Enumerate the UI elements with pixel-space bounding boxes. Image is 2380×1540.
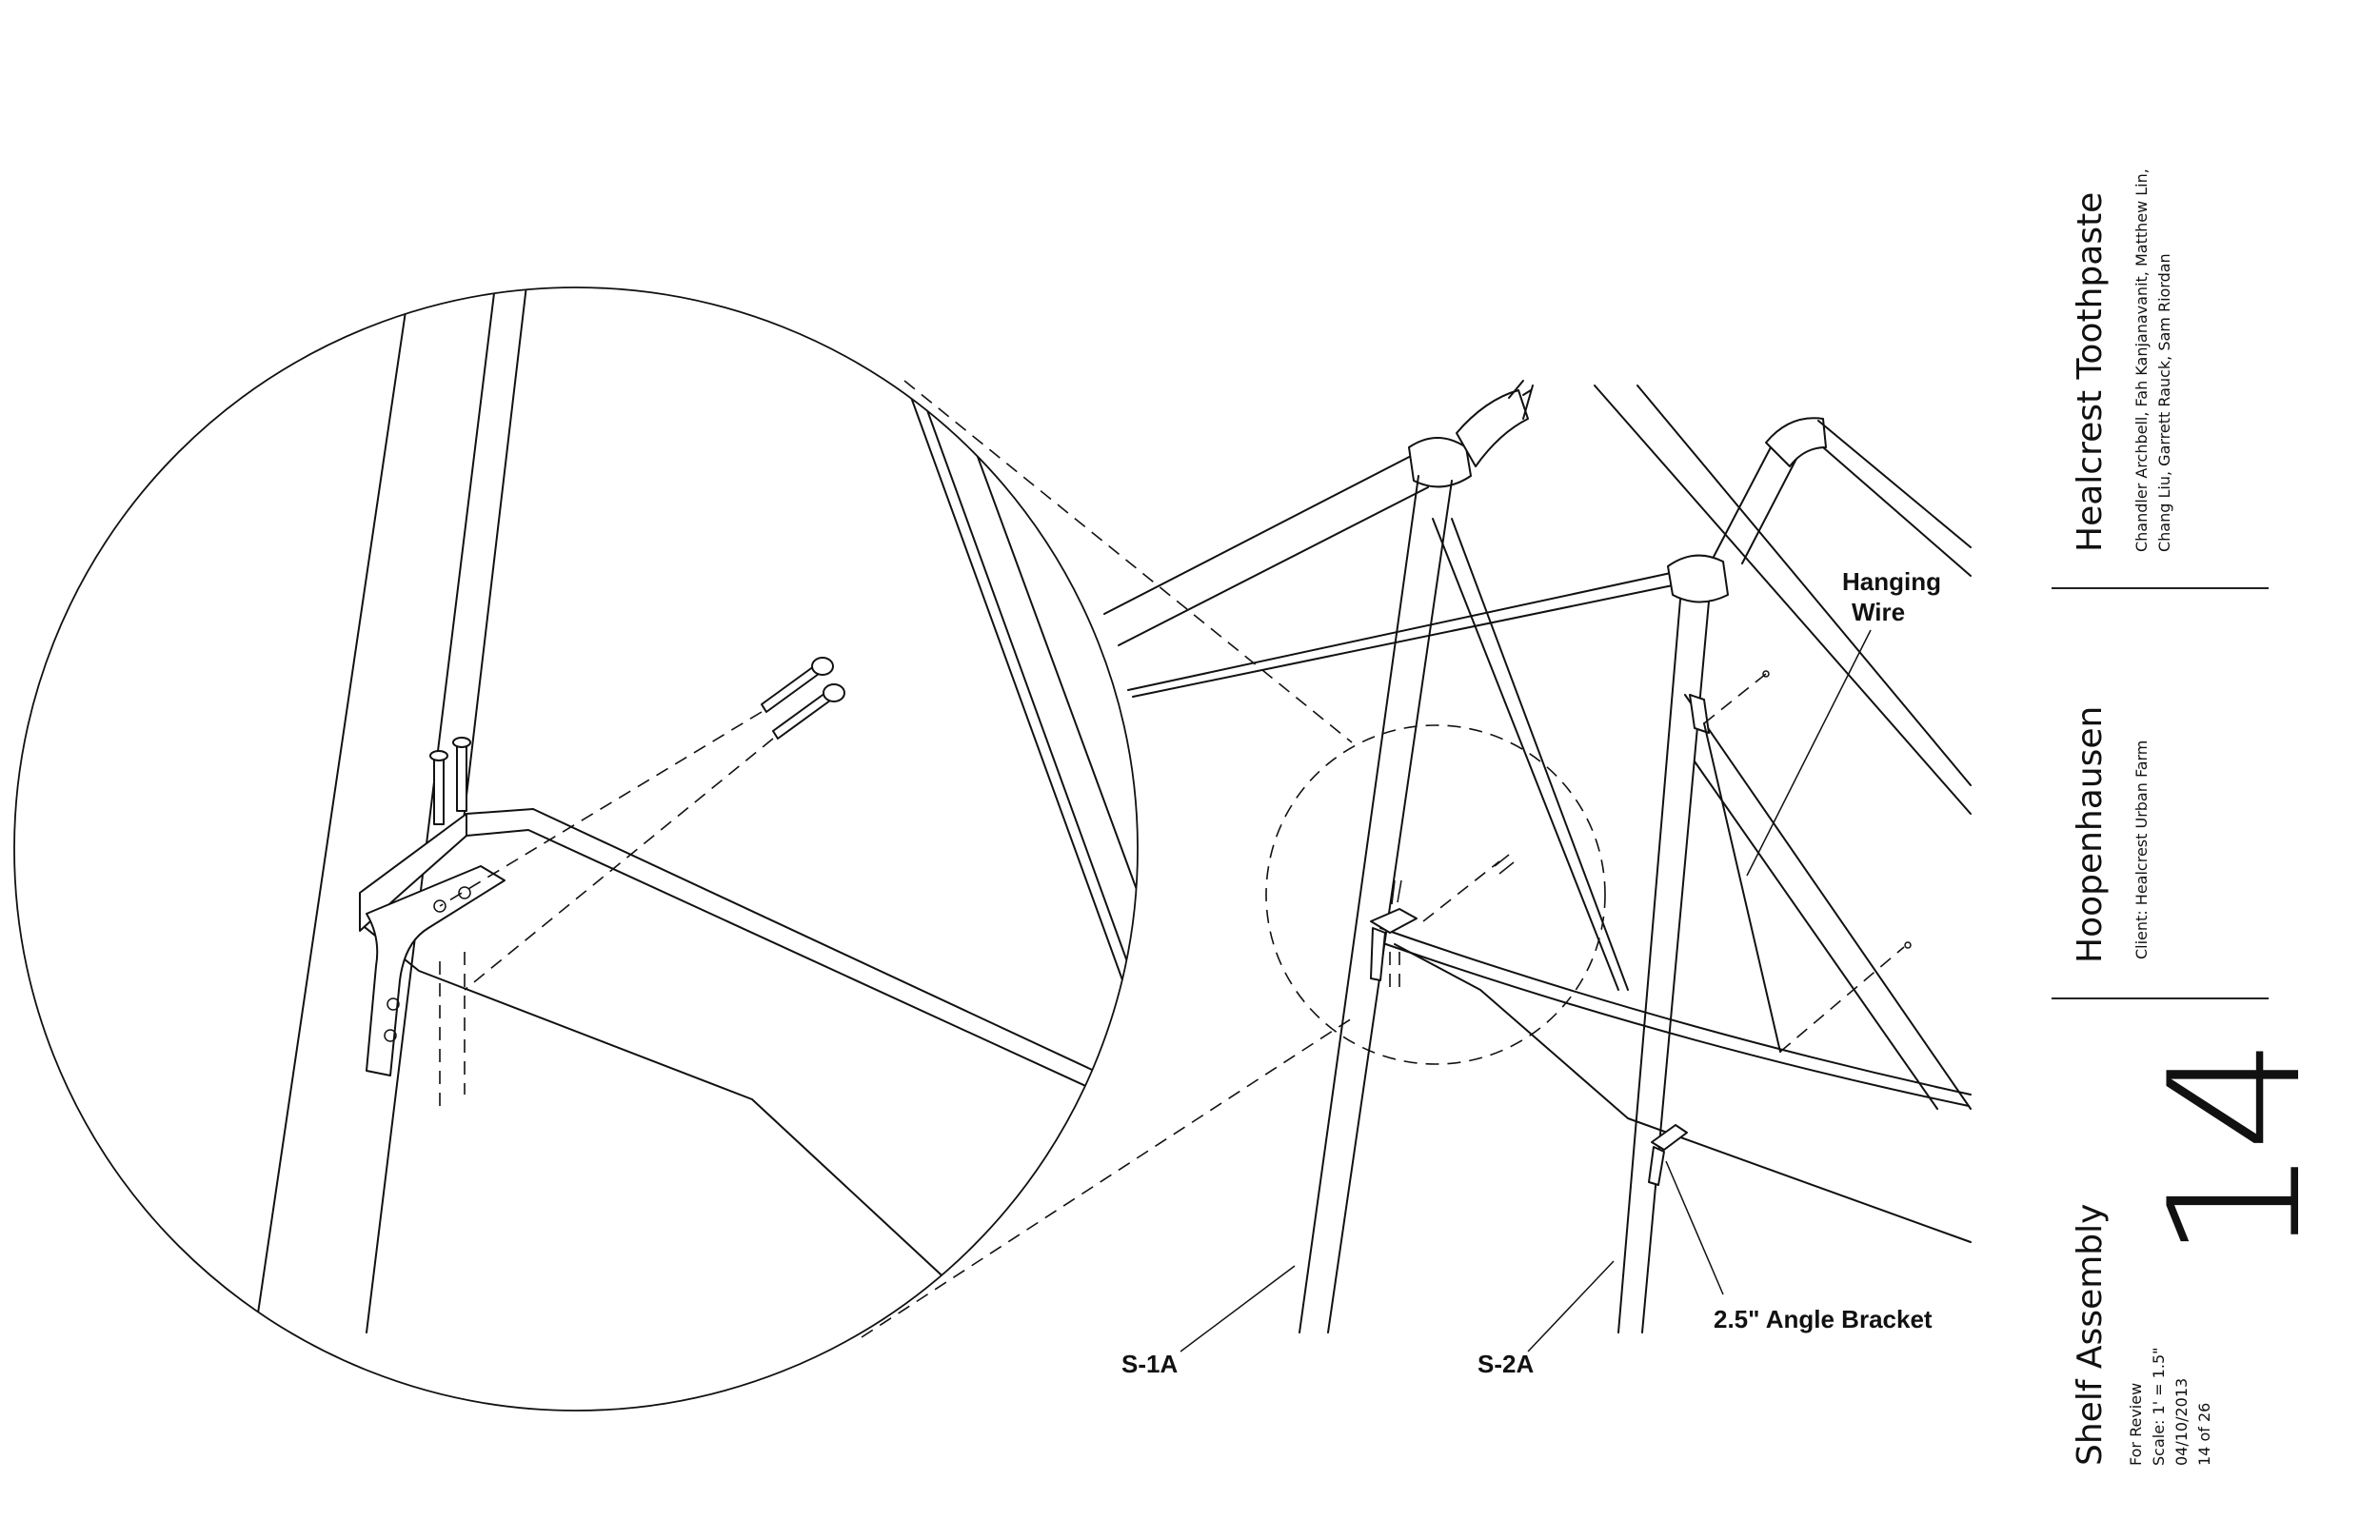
detail-screw-head xyxy=(823,683,845,702)
client: Client: Healcrest Urban Farm xyxy=(2132,740,2151,959)
sheet-status: For Review xyxy=(2127,1382,2145,1466)
detail-post-edge-b xyxy=(915,378,1138,1010)
detail-screw xyxy=(456,743,467,812)
screw-head xyxy=(1762,670,1770,678)
detail-assembly-line xyxy=(439,711,763,907)
detail-post-edge-a xyxy=(903,378,1134,1010)
pipe-edge xyxy=(1508,380,1524,399)
pipe-edge xyxy=(1741,456,1798,564)
pipe-edge xyxy=(1103,451,1419,615)
screw xyxy=(1498,861,1515,875)
frame-edge xyxy=(1522,389,1532,396)
screw-head xyxy=(1904,941,1912,949)
post-s1a-edge xyxy=(1299,475,1419,1333)
team-line-1: Chandler Archbell, Fah Kanjanavanit, Mat… xyxy=(2132,168,2151,552)
elbow-fitting xyxy=(1456,389,1529,467)
angle-bracket-leader xyxy=(1665,1160,1724,1295)
screw xyxy=(1494,854,1510,867)
detail-shelf-end xyxy=(359,813,467,932)
detail-screw-head xyxy=(811,657,834,676)
wire-clip xyxy=(1689,694,1710,734)
detail-bracket-hole xyxy=(458,886,471,899)
post-s2a-edge xyxy=(1617,599,1681,1333)
frame-edge xyxy=(1684,694,1972,1110)
pipe-edge xyxy=(1127,572,1672,691)
team-members: Chandler Archbell, Fah Kanjanavanit, Mat… xyxy=(2131,168,2176,552)
title-block-divider xyxy=(2052,587,2269,589)
design-name: Hoopenhausen xyxy=(2071,705,2110,963)
brace-edge xyxy=(1451,518,1629,991)
hanging-wire-leader xyxy=(1746,629,1872,877)
detail-bracket-hole xyxy=(387,997,400,1011)
detail-angle-bracket xyxy=(366,865,506,1076)
assembly-line xyxy=(1422,860,1500,922)
angle-bracket-label: 2.5" Angle Bracket xyxy=(1714,1305,1933,1333)
s2a-leader xyxy=(1527,1260,1615,1352)
detail-post-edge-c xyxy=(956,399,1138,1010)
elbow-fitting xyxy=(1408,437,1472,488)
assembly-line xyxy=(1703,677,1762,724)
project-title: Healcrest Toothpaste xyxy=(2071,191,2110,552)
elbow-fitting xyxy=(1667,554,1729,603)
frame-edge xyxy=(1694,760,1938,1110)
hanging-wire xyxy=(1703,722,1781,1053)
shelf-front-edge xyxy=(1379,941,1970,1107)
detail-bracket-hole xyxy=(433,899,446,913)
pipe-edge xyxy=(1822,446,1972,577)
detail-screw-head xyxy=(429,750,448,761)
team-line-2: Chang Liu, Garrett Rauck, Sam Riordan xyxy=(2155,253,2173,552)
hanging-wire-label-line-1: Hanging xyxy=(1842,567,1941,596)
sheet-scale: Scale: 1' = 1.5" xyxy=(2150,1347,2168,1466)
sheet-date: 04/10/2013 xyxy=(2172,1377,2191,1466)
main-assembly-view xyxy=(1103,380,1972,1333)
sheet-title: Shelf Assembly xyxy=(2071,1203,2110,1466)
frame-edge xyxy=(1636,385,1972,786)
detail-leader-lower xyxy=(861,1017,1353,1338)
sheet-number: 14 xyxy=(2131,1042,2341,1261)
detail-circle xyxy=(13,286,1139,1412)
brace-edge xyxy=(1432,518,1619,991)
shelf-top-edge xyxy=(1379,927,1972,1096)
angle-bracket xyxy=(1651,1124,1688,1151)
detail-leader-upper xyxy=(903,380,1353,743)
pipe-edge xyxy=(1713,446,1772,558)
frame-edge xyxy=(1594,385,1972,815)
detail-callout-circle xyxy=(1265,724,1606,1065)
angle-bracket xyxy=(1370,927,1386,981)
elbow-fitting xyxy=(1765,417,1827,467)
pipe-edge xyxy=(1118,486,1429,646)
detail-screw xyxy=(433,757,445,825)
s2a-label: S-2A xyxy=(1478,1350,1534,1378)
pipe-edge xyxy=(1132,584,1674,698)
post-s1a-edge xyxy=(1327,480,1453,1333)
detail-assembly-line xyxy=(464,738,774,991)
detail-pipe-edge-right xyxy=(462,287,527,829)
shelf-underside xyxy=(1394,943,1972,1243)
detail-screw-head xyxy=(452,737,471,748)
angle-bracket xyxy=(1370,908,1418,934)
s1a-label: S-1A xyxy=(1121,1350,1178,1378)
pipe-edge xyxy=(1817,420,1972,548)
angle-bracket xyxy=(1648,1146,1665,1186)
callouts: Hanging Wire S-1A S-2A 2.5" Angle Bracke… xyxy=(1121,567,1941,1378)
title-block-divider xyxy=(2052,997,2269,999)
hanging-wire-label-line-2: Wire xyxy=(1852,598,1905,626)
screw xyxy=(1397,879,1402,903)
s1a-leader xyxy=(1180,1265,1296,1352)
screw xyxy=(1391,879,1396,905)
detail-pipe-edge-mid xyxy=(366,287,496,1333)
detail-bracket-hole xyxy=(384,1029,397,1042)
sheet-info: For Review Scale: 1' = 1.5" 04/10/2013 1… xyxy=(2125,1348,2216,1466)
sheet-count: 14 of 26 xyxy=(2195,1402,2213,1466)
detail-floating-screws xyxy=(761,657,845,740)
detail-view xyxy=(13,286,1139,1412)
detail-shelf-top xyxy=(466,808,1105,1096)
assembly-line xyxy=(1779,946,1905,1053)
detail-pipe-edge-left xyxy=(254,287,410,1333)
